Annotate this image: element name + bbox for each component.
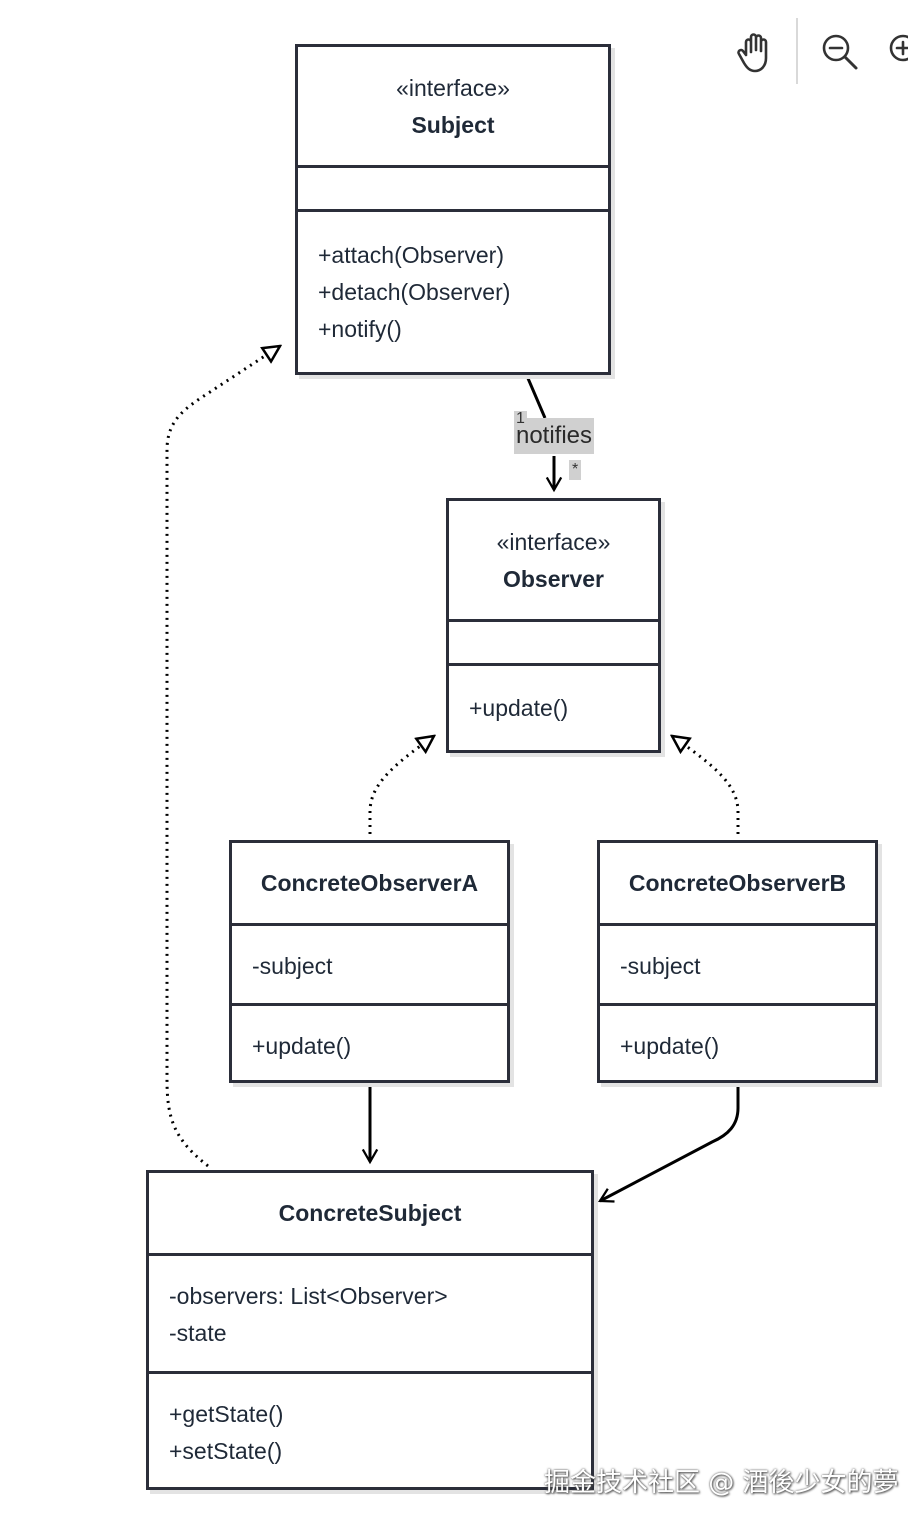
- method-detach: +detach(Observer): [318, 279, 511, 305]
- methods-compartment: +attach(Observer) +detach(Observer) +not…: [298, 209, 608, 348]
- class-name: Subject: [411, 112, 495, 138]
- method-update: +update(): [252, 1033, 352, 1059]
- multiplicity-subject-end: 1: [514, 410, 527, 427]
- methods-compartment: +getState() +setState(): [149, 1371, 591, 1470]
- observer-b-realizes-observer-line[interactable]: [672, 736, 740, 834]
- attributes-compartment: -subject: [232, 923, 507, 1003]
- class-name: Observer: [502, 566, 604, 592]
- class-concrete-observer-b[interactable]: ConcreteObserverB -subject +update(): [597, 840, 878, 1083]
- class-name: ConcreteObserverB: [628, 870, 847, 896]
- attribute-subject: -subject: [252, 953, 333, 979]
- association-label-notifies: notifies: [514, 418, 594, 454]
- multiplicity-observer-end: *: [569, 460, 582, 480]
- class-name: ConcreteSubject: [278, 1200, 462, 1226]
- attributes-compartment: -observers: List<Observer> -state: [149, 1253, 591, 1371]
- zoom-out-icon[interactable]: [816, 28, 864, 76]
- attribute-observers: -observers: List<Observer>: [169, 1283, 448, 1309]
- method-update: +update(): [469, 695, 569, 721]
- attributes-compartment: [449, 619, 658, 663]
- class-header: «interface» Observer: [449, 501, 658, 619]
- zoom-in-icon[interactable]: [883, 28, 908, 76]
- observer-b-to-concretesubject-line[interactable]: [597, 1084, 740, 1203]
- notifies-association-line[interactable]: [525, 375, 554, 490]
- toolbar-divider: [796, 18, 798, 84]
- attribute-subject: -subject: [620, 953, 701, 979]
- class-header: ConcreteObserverA: [232, 843, 507, 923]
- class-observer[interactable]: «interface» Observer +update(): [446, 498, 661, 753]
- watermark-text: 掘金技术社区 @ 酒後少女的夢: [544, 1468, 899, 1498]
- methods-compartment: +update(): [232, 1003, 507, 1065]
- class-concrete-observer-a[interactable]: ConcreteObserverA -subject +update(): [229, 840, 510, 1083]
- method-setstate: +setState(): [169, 1438, 283, 1464]
- method-getstate: +getState(): [169, 1401, 284, 1427]
- method-attach: +attach(Observer): [318, 242, 504, 268]
- class-header: ConcreteSubject: [149, 1173, 591, 1253]
- attribute-state: -state: [169, 1320, 227, 1346]
- concretesubject-realizes-subject-line[interactable]: [165, 346, 280, 1168]
- class-name: ConcreteObserverA: [260, 870, 479, 896]
- observer-a-realizes-observer-line[interactable]: [368, 736, 434, 834]
- class-header: «interface» Subject: [298, 47, 608, 165]
- stereotype-label: «interface»: [496, 529, 611, 555]
- class-header: ConcreteObserverB: [600, 843, 875, 923]
- class-concrete-subject[interactable]: ConcreteSubject -observers: List<Observe…: [146, 1170, 594, 1490]
- methods-compartment: +update(): [600, 1003, 875, 1065]
- attributes-compartment: -subject: [600, 923, 875, 1003]
- method-notify: +notify(): [318, 316, 402, 342]
- hand-icon[interactable]: [732, 28, 780, 76]
- stereotype-label: «interface»: [396, 75, 510, 101]
- diagram-toolbar: [728, 18, 908, 84]
- methods-compartment: +update(): [449, 663, 658, 727]
- method-update: +update(): [620, 1033, 720, 1059]
- class-subject[interactable]: «interface» Subject +attach(Observer) +d…: [295, 44, 611, 375]
- attributes-compartment: [298, 165, 608, 209]
